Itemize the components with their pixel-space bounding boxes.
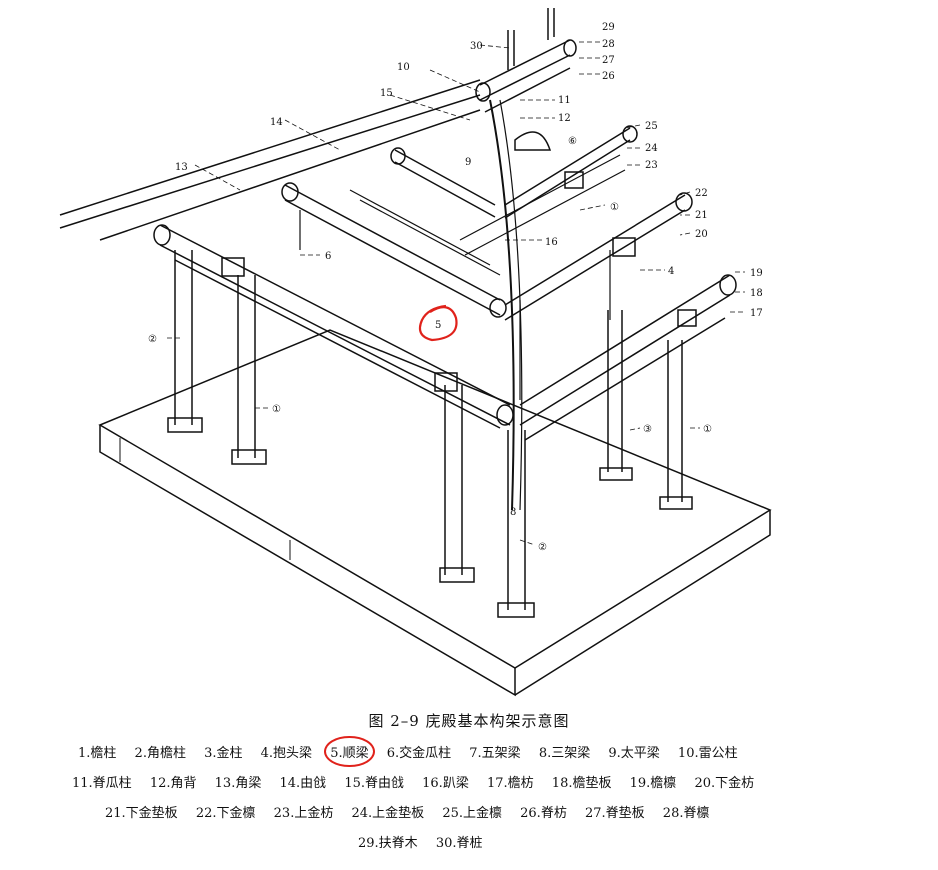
legend-item: 17.檐枋 xyxy=(486,776,534,791)
label-5: 5 xyxy=(435,320,441,331)
ridge-stake xyxy=(507,8,555,70)
legend-item: 20.下金枋 xyxy=(694,776,755,791)
legend-item: 6.交金瓜柱 xyxy=(386,746,452,761)
label-1-circled: ① xyxy=(272,404,281,415)
platform-front xyxy=(99,425,516,697)
legend-item: 19.檐檩 xyxy=(629,776,677,791)
legend-item: 9.太平梁 xyxy=(608,746,660,761)
legend-item: 1.檐柱 xyxy=(78,746,117,761)
label-15: 15 xyxy=(380,88,393,99)
legend-item: 28.脊檩 xyxy=(662,806,710,821)
legend-item: 3.金柱 xyxy=(204,746,243,761)
legend-item: 8.三架梁 xyxy=(538,746,591,761)
label-3-circled: ③ xyxy=(643,424,652,435)
label-1-circled-b: ① xyxy=(703,424,712,435)
legend-item: 24.上金垫板 xyxy=(351,806,425,821)
legend-row-3: 21.下金垫板 22.下金檩 23.上金枋 24.上金垫板 25.上金檩 26.… xyxy=(105,802,723,821)
legend-item: 4.抱头梁 xyxy=(260,746,313,761)
column-base xyxy=(231,449,267,465)
legend-item: 21.下金垫板 xyxy=(105,806,178,821)
label-30: 30 xyxy=(470,41,483,52)
hip-rafter-diagonal xyxy=(489,99,515,511)
figure-caption: 图 2–9 庑殿基本构架示意图 xyxy=(368,712,570,730)
label-12: 12 xyxy=(558,113,571,124)
legend-item: 25.上金檩 xyxy=(442,806,502,821)
legend-row-1: 1.檐柱 2.角檐柱 3.金柱 4.抱头梁 5.顺梁 6.交金瓜柱 7.五架梁 … xyxy=(78,736,752,767)
legend-item: 27.脊垫板 xyxy=(584,806,645,821)
legend-item: 16.趴梁 xyxy=(422,776,469,791)
label-24: 24 xyxy=(645,143,658,154)
label-29: 29 xyxy=(602,22,615,33)
eave-column xyxy=(174,250,193,425)
column-base xyxy=(497,602,535,618)
label-20: 20 xyxy=(695,229,708,240)
eave-column xyxy=(667,340,683,502)
legend-item: 10.雷公柱 xyxy=(677,746,738,761)
label-17: 17 xyxy=(750,308,763,319)
legend-item: 23.上金枋 xyxy=(273,806,334,821)
legend-item: 30.脊桩 xyxy=(435,836,483,851)
lower-gold-purlin xyxy=(284,184,501,316)
column-base xyxy=(659,496,693,510)
label-18: 18 xyxy=(750,288,763,299)
label-22: 22 xyxy=(695,188,708,199)
label-4: 4 xyxy=(668,266,674,277)
legend-item: 13.角梁 xyxy=(214,776,262,791)
label-7-circled: ① xyxy=(610,202,619,213)
label-2-circled-b: ② xyxy=(538,542,547,553)
label-25: 25 xyxy=(645,121,658,132)
label-13: 13 xyxy=(175,162,188,173)
side-eave-purlin xyxy=(519,274,731,441)
label-8: 8 xyxy=(510,507,516,518)
legend-item: 2.角檐柱 xyxy=(134,746,186,761)
label-6-circled: ⑥ xyxy=(568,136,577,147)
label-27: 27 xyxy=(602,55,615,66)
lower-gold-purlin-side xyxy=(504,194,686,321)
column-base xyxy=(439,567,475,583)
eave-column xyxy=(237,275,256,458)
label-9: 9 xyxy=(465,157,471,168)
legend-item: 29.扶脊木 xyxy=(358,836,418,851)
ridge-purlin xyxy=(479,39,571,113)
legend-item: 12.角背 xyxy=(149,776,197,791)
label-10: 10 xyxy=(397,62,410,73)
label-26: 26 xyxy=(602,71,615,82)
legend-row-2: 11.脊瓜柱 12.角背 13.角梁 14.由戗 15.脊由戗 16.趴梁 17… xyxy=(72,772,768,791)
label-16: 16 xyxy=(545,237,558,248)
legend-item: 11.脊瓜柱 xyxy=(72,776,132,791)
label-2-circled: ② xyxy=(148,334,157,345)
front-eave-purlin xyxy=(159,224,511,429)
column-base xyxy=(167,417,203,433)
legend-item: 18.檐垫板 xyxy=(551,776,612,791)
upper-gold-purlin xyxy=(394,149,496,218)
eave-column xyxy=(607,310,623,472)
legend-item: 22.下金檩 xyxy=(195,806,256,821)
legend-item: 7.五架梁 xyxy=(469,746,521,761)
eave-column xyxy=(444,385,463,575)
label-6: 6 xyxy=(325,251,331,262)
hip-rafter xyxy=(59,79,481,241)
legend-item: 26.脊枋 xyxy=(520,806,567,821)
label-11: 11 xyxy=(558,95,571,106)
legend-item-highlighted: 5.顺梁 xyxy=(324,736,376,767)
diagram-area: 30 29 28 27 26 10 15 11 12 14 25 ⑥ 24 9 … xyxy=(59,8,772,697)
annotation-circle xyxy=(418,304,458,342)
label-28: 28 xyxy=(602,39,615,50)
legend-item: 14.由戗 xyxy=(279,776,327,791)
structure-drawing: 30 29 28 27 26 10 15 11 12 14 25 ⑥ 24 9 … xyxy=(59,8,772,697)
legend-item: 15.脊由戗 xyxy=(344,776,404,791)
label-21: 21 xyxy=(695,210,708,221)
platform-side xyxy=(514,510,771,696)
legend-row-4: 29.扶脊木 30.脊桩 xyxy=(358,832,497,851)
corner-column xyxy=(507,430,526,610)
label-14: 14 xyxy=(270,117,283,128)
label-23: 23 xyxy=(645,160,658,171)
column-base xyxy=(599,467,633,481)
label-19: 19 xyxy=(750,268,763,279)
